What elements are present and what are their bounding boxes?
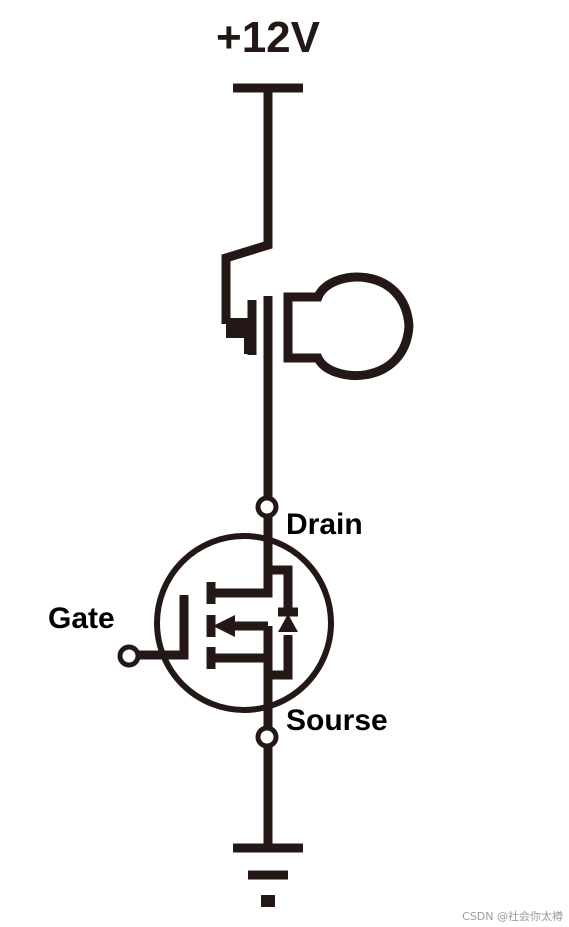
source-label: Sourse <box>286 704 388 737</box>
bulb-icon <box>226 272 414 380</box>
drain-terminal <box>255 495 279 519</box>
ground-icon <box>233 843 303 907</box>
gate-terminal <box>117 644 141 668</box>
drain-label: Drain <box>286 508 363 541</box>
gate-label: Gate <box>48 602 115 635</box>
source-terminal <box>255 725 279 749</box>
supply-wire <box>221 88 273 324</box>
supply-voltage-label: +12V <box>216 13 321 62</box>
n-channel-mosfet-icon <box>138 516 334 728</box>
watermark-text: CSDN @社会你太樽 <box>462 909 563 923</box>
